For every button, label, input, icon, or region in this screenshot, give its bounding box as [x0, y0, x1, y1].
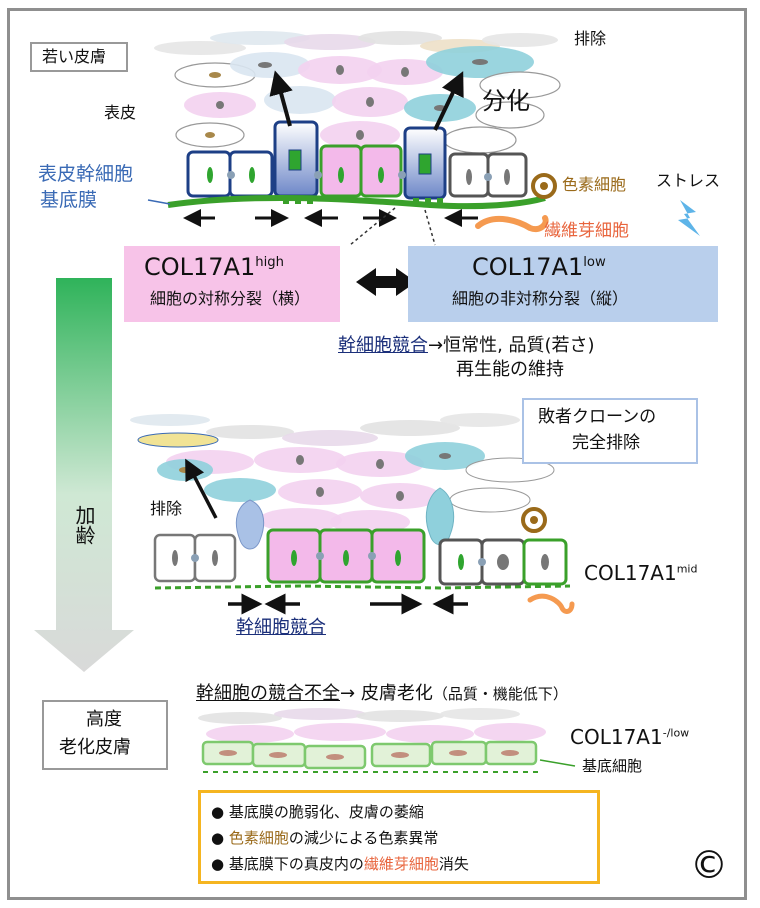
col17-neg-low-label: COL17A1-/low [570, 725, 690, 749]
middle-basement-membrane [154, 584, 571, 590]
loser-clone-box: 敗者クローンの 完全排除 [522, 398, 698, 464]
young-title-box: 若い皮膚 [30, 42, 128, 72]
middle-elimination-label: 排除 [150, 499, 183, 518]
bullet: ● [211, 855, 229, 873]
old-title-box: 高度 老化皮膚 [42, 700, 168, 770]
basal-cell-label: 基底細胞 [582, 757, 643, 775]
old-basal-nuclei [219, 750, 519, 760]
competition-line1: 幹細胞競合→恒常性, 品質(若さ) [338, 335, 595, 356]
elimination-label: 排除 [574, 29, 607, 48]
division-double-arrow [356, 268, 416, 296]
competition-line2: 再生能の維持 [456, 359, 564, 380]
loser-clone-line2: 完全排除 [572, 433, 640, 453]
incomplete-competition-line: 幹細胞の競合不全→ 皮膚老化（品質・機能低下） [196, 683, 568, 704]
middle-basal-cells [153, 528, 568, 586]
middle-arrows [185, 458, 468, 615]
stem-label-pointer [147, 199, 171, 205]
epidermis-label: 表皮 [104, 103, 137, 122]
summary-box: ● 基底膜の脆弱化、皮膚の萎縮● 色素細胞の減少による色素異常● 基底膜下の真皮… [198, 790, 600, 884]
summary-text: 基底膜の脆弱化、皮膚の萎縮 [228, 803, 424, 821]
col17-low-sub: 細胞の非対称分裂（縦） [452, 289, 629, 308]
loser-clone-line1: 敗者クローンの [538, 407, 657, 427]
basal-cell-pointer [539, 759, 576, 767]
young-basement-membrane [167, 194, 546, 210]
stress-bolt-icon [678, 200, 700, 236]
fibroblast-label: 繊維芽細胞 [544, 221, 629, 241]
summary-text: 繊維芽細胞 [363, 855, 439, 873]
col17-low-box: COL17A1low 細胞の非対称分裂（縦） [408, 246, 718, 322]
young-title: 若い皮膚 [42, 47, 107, 66]
upward-arrows [269, 70, 464, 131]
col17-low-label: COL17A1low [472, 253, 606, 281]
summary-text: 消失 [438, 855, 469, 873]
bullet: ● [211, 803, 229, 821]
old-title-line1: 高度 [86, 709, 122, 730]
summary-item: ● 基底膜の脆弱化、皮膚の萎縮 [211, 799, 587, 825]
young-upper-layers [154, 31, 561, 154]
aging-arrow [34, 278, 134, 672]
summary-text: の減少による色素異常 [288, 829, 439, 847]
middle-upper-layers [130, 413, 555, 534]
basement-label: 基底膜 [40, 189, 98, 211]
figure-frame [7, 8, 747, 900]
melanocyte-label: 色素細胞 [562, 175, 627, 194]
summary-list: ● 基底膜の脆弱化、皮膚の萎縮● 色素細胞の減少による色素異常● 基底膜下の真皮… [211, 799, 587, 877]
differentiation-label: 分化 [482, 87, 530, 115]
col17-mid-label: COL17A1mid [584, 561, 698, 585]
stem-anchors [283, 196, 443, 206]
old-basal-cells [201, 740, 538, 770]
young-cell-nuclei [205, 59, 488, 140]
middle-cell-nuclei [179, 453, 451, 501]
summary-text: 色素細胞 [228, 829, 289, 847]
col17-high-label: COL17A1high [144, 253, 285, 281]
copyright-icon: © [690, 843, 728, 887]
summary-text: 基底膜下の真皮内の [228, 855, 364, 873]
stress-label: ストレス [656, 171, 721, 190]
summary-item: ● 色素細胞の減少による色素異常 [211, 825, 587, 851]
fibroblast-icon [475, 215, 549, 232]
middle-fibroblast-icon [527, 593, 575, 614]
dotted-pointers [349, 207, 436, 246]
old-title-line2: 老化皮膚 [59, 737, 131, 758]
young-basal-cells [186, 120, 528, 200]
col17-high-sub: 細胞の対称分裂（横） [150, 289, 311, 308]
middle-competition-label: 幹細胞競合 [236, 617, 326, 638]
old-upper-layers [198, 708, 546, 743]
stem-cell-label: 表皮幹細胞 [38, 163, 134, 185]
col17-high-box: COL17A1high 細胞の対称分裂（横） [124, 246, 340, 322]
summary-item: ● 基底膜下の真皮内の繊維芽細胞消失 [211, 851, 587, 877]
bullet: ● [211, 829, 229, 847]
aging-label: 加齢 [72, 505, 96, 545]
